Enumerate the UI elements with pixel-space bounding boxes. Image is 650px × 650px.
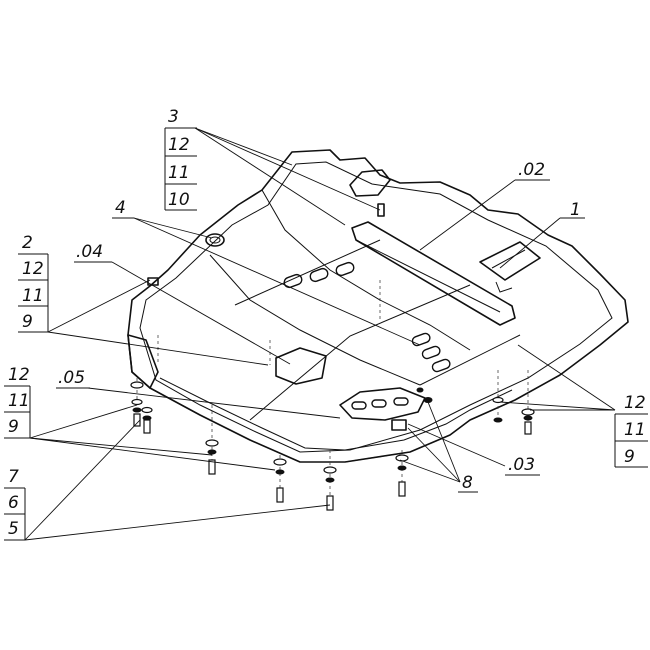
- callout-12-left-mid: 12: [22, 259, 44, 279]
- front-edge-fold-inner: [159, 377, 513, 451]
- callout-4: 4: [115, 198, 126, 218]
- cover-tab: [391, 419, 407, 431]
- fastener-stack-2: [141, 406, 153, 434]
- skid-plate-outline: [127, 149, 629, 463]
- fastener-stack-5: [323, 466, 337, 511]
- callout-10: 10: [168, 190, 190, 210]
- callout-2-group: 2 12 11 9: [18, 233, 49, 333]
- access-panel: [275, 347, 327, 385]
- callout-9-left: 9: [8, 417, 19, 437]
- boss-part-4-inner: [209, 236, 221, 244]
- callout-11-left-mid: 11: [22, 286, 44, 306]
- fastener-stack-7: [492, 396, 504, 423]
- bracket-part-1: [479, 241, 541, 281]
- fastener-stack-4: [273, 458, 287, 503]
- boss-part-4: [205, 233, 225, 247]
- stud-top: [377, 203, 385, 217]
- callout-11-right: 11: [624, 420, 646, 440]
- plate-inner-contour: [139, 161, 613, 453]
- bracket-tab: [495, 281, 513, 293]
- callout-5: 5: [8, 519, 19, 539]
- callout-6: 6: [8, 493, 19, 513]
- diagonal-rib-middle: [249, 284, 471, 421]
- front-edge-fold: [149, 387, 516, 463]
- bracket-part-1-detail: [491, 249, 526, 269]
- fastener-top-centre: [416, 387, 433, 403]
- diagonal-rib-lower: [419, 334, 521, 386]
- left-side-flange: [127, 334, 159, 389]
- long-ridge: [261, 189, 471, 351]
- callout-2: 2: [22, 233, 33, 253]
- callout-7-6-5-group: 7 6 5: [4, 467, 26, 541]
- long-ridge-2: [209, 254, 421, 386]
- callout-12-right: 12: [624, 393, 646, 413]
- callout-12-11-9-left-group: 12 11 9: [4, 365, 31, 439]
- callout-8: 8: [462, 473, 473, 493]
- top-recess: [349, 169, 391, 197]
- callout-03: .03: [508, 455, 535, 475]
- slots-cover: [351, 397, 409, 410]
- callout-04: .04: [76, 242, 103, 262]
- callout-3: 3: [168, 107, 179, 127]
- callout-12-top: 12: [168, 135, 190, 155]
- callout-02: .02: [518, 160, 545, 180]
- callout-11-top: 11: [168, 163, 190, 183]
- callout-12-left: 12: [8, 365, 30, 385]
- fastener-stack-3: [205, 439, 219, 475]
- oval-cover: [339, 387, 426, 421]
- fastener-stack-1: [130, 381, 144, 427]
- callout-05: .05: [58, 368, 85, 388]
- callout-3-group: 3 12 11 10: [164, 107, 197, 211]
- callout-12-11-9-right-group: 12 11 9: [614, 393, 648, 468]
- slots-upper-left: [283, 261, 355, 289]
- diagonal-rib-upper: [234, 239, 381, 306]
- callout-1: 1: [570, 200, 581, 220]
- leader-lines: [24, 127, 616, 541]
- rear-crossbar-edge: [355, 239, 501, 313]
- slots-middle: [411, 332, 451, 373]
- fastener-stack-8: [521, 408, 535, 435]
- callout-7: 7: [8, 467, 19, 487]
- rear-crossbar: [351, 221, 516, 326]
- callout-9-right: 9: [624, 447, 635, 467]
- callout-11-left: 11: [8, 391, 30, 411]
- callout-9-left-mid: 9: [22, 312, 33, 332]
